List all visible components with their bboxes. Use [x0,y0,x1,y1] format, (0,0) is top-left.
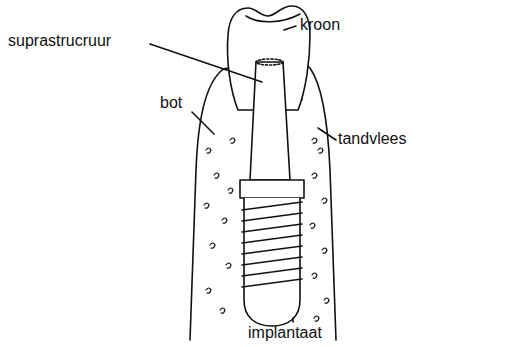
bone-dot [210,243,215,248]
crown-ridge [246,14,300,22]
leader-line [192,112,214,134]
bone-dot [204,203,209,208]
bone-dot [222,218,227,223]
leader-line [284,26,296,30]
part-label: kroon [300,16,340,34]
thread-line [242,213,302,221]
bone-dot [312,173,317,178]
thread-line [242,246,302,254]
bone-dot [322,248,327,253]
bone-dot [214,173,219,178]
thread-line [242,257,302,265]
bone-dot [228,188,233,193]
bone-dot [314,316,319,321]
part-label: implantaat [248,324,322,342]
bone-dot [206,148,211,153]
thread-line [242,224,302,232]
part-label: bot [160,94,182,112]
leader-line [150,44,262,82]
bone-dot [312,273,317,278]
bone-dot [322,198,327,203]
thread-line [242,268,302,276]
bone-dot [310,223,315,228]
bone-dot [226,263,231,268]
gum-left [190,68,242,340]
bone-dot [318,148,323,153]
bone-dot [230,138,235,143]
bone-texture [204,138,329,321]
bone-dot [206,288,211,293]
suprastructure-top [256,59,283,65]
part-label: suprastrucruur [8,32,111,50]
part-label: tandvlees [338,130,407,148]
bone-dot [312,138,317,143]
leader-line [318,128,336,140]
bone-dot [220,308,225,313]
gum-right [300,66,336,340]
thread-line [242,202,302,210]
implant-collar [240,180,304,198]
implant-threads [242,202,302,287]
leader-line [292,318,294,322]
thread-line [242,279,302,287]
thread-line [242,235,302,243]
bone-dot [324,298,329,303]
